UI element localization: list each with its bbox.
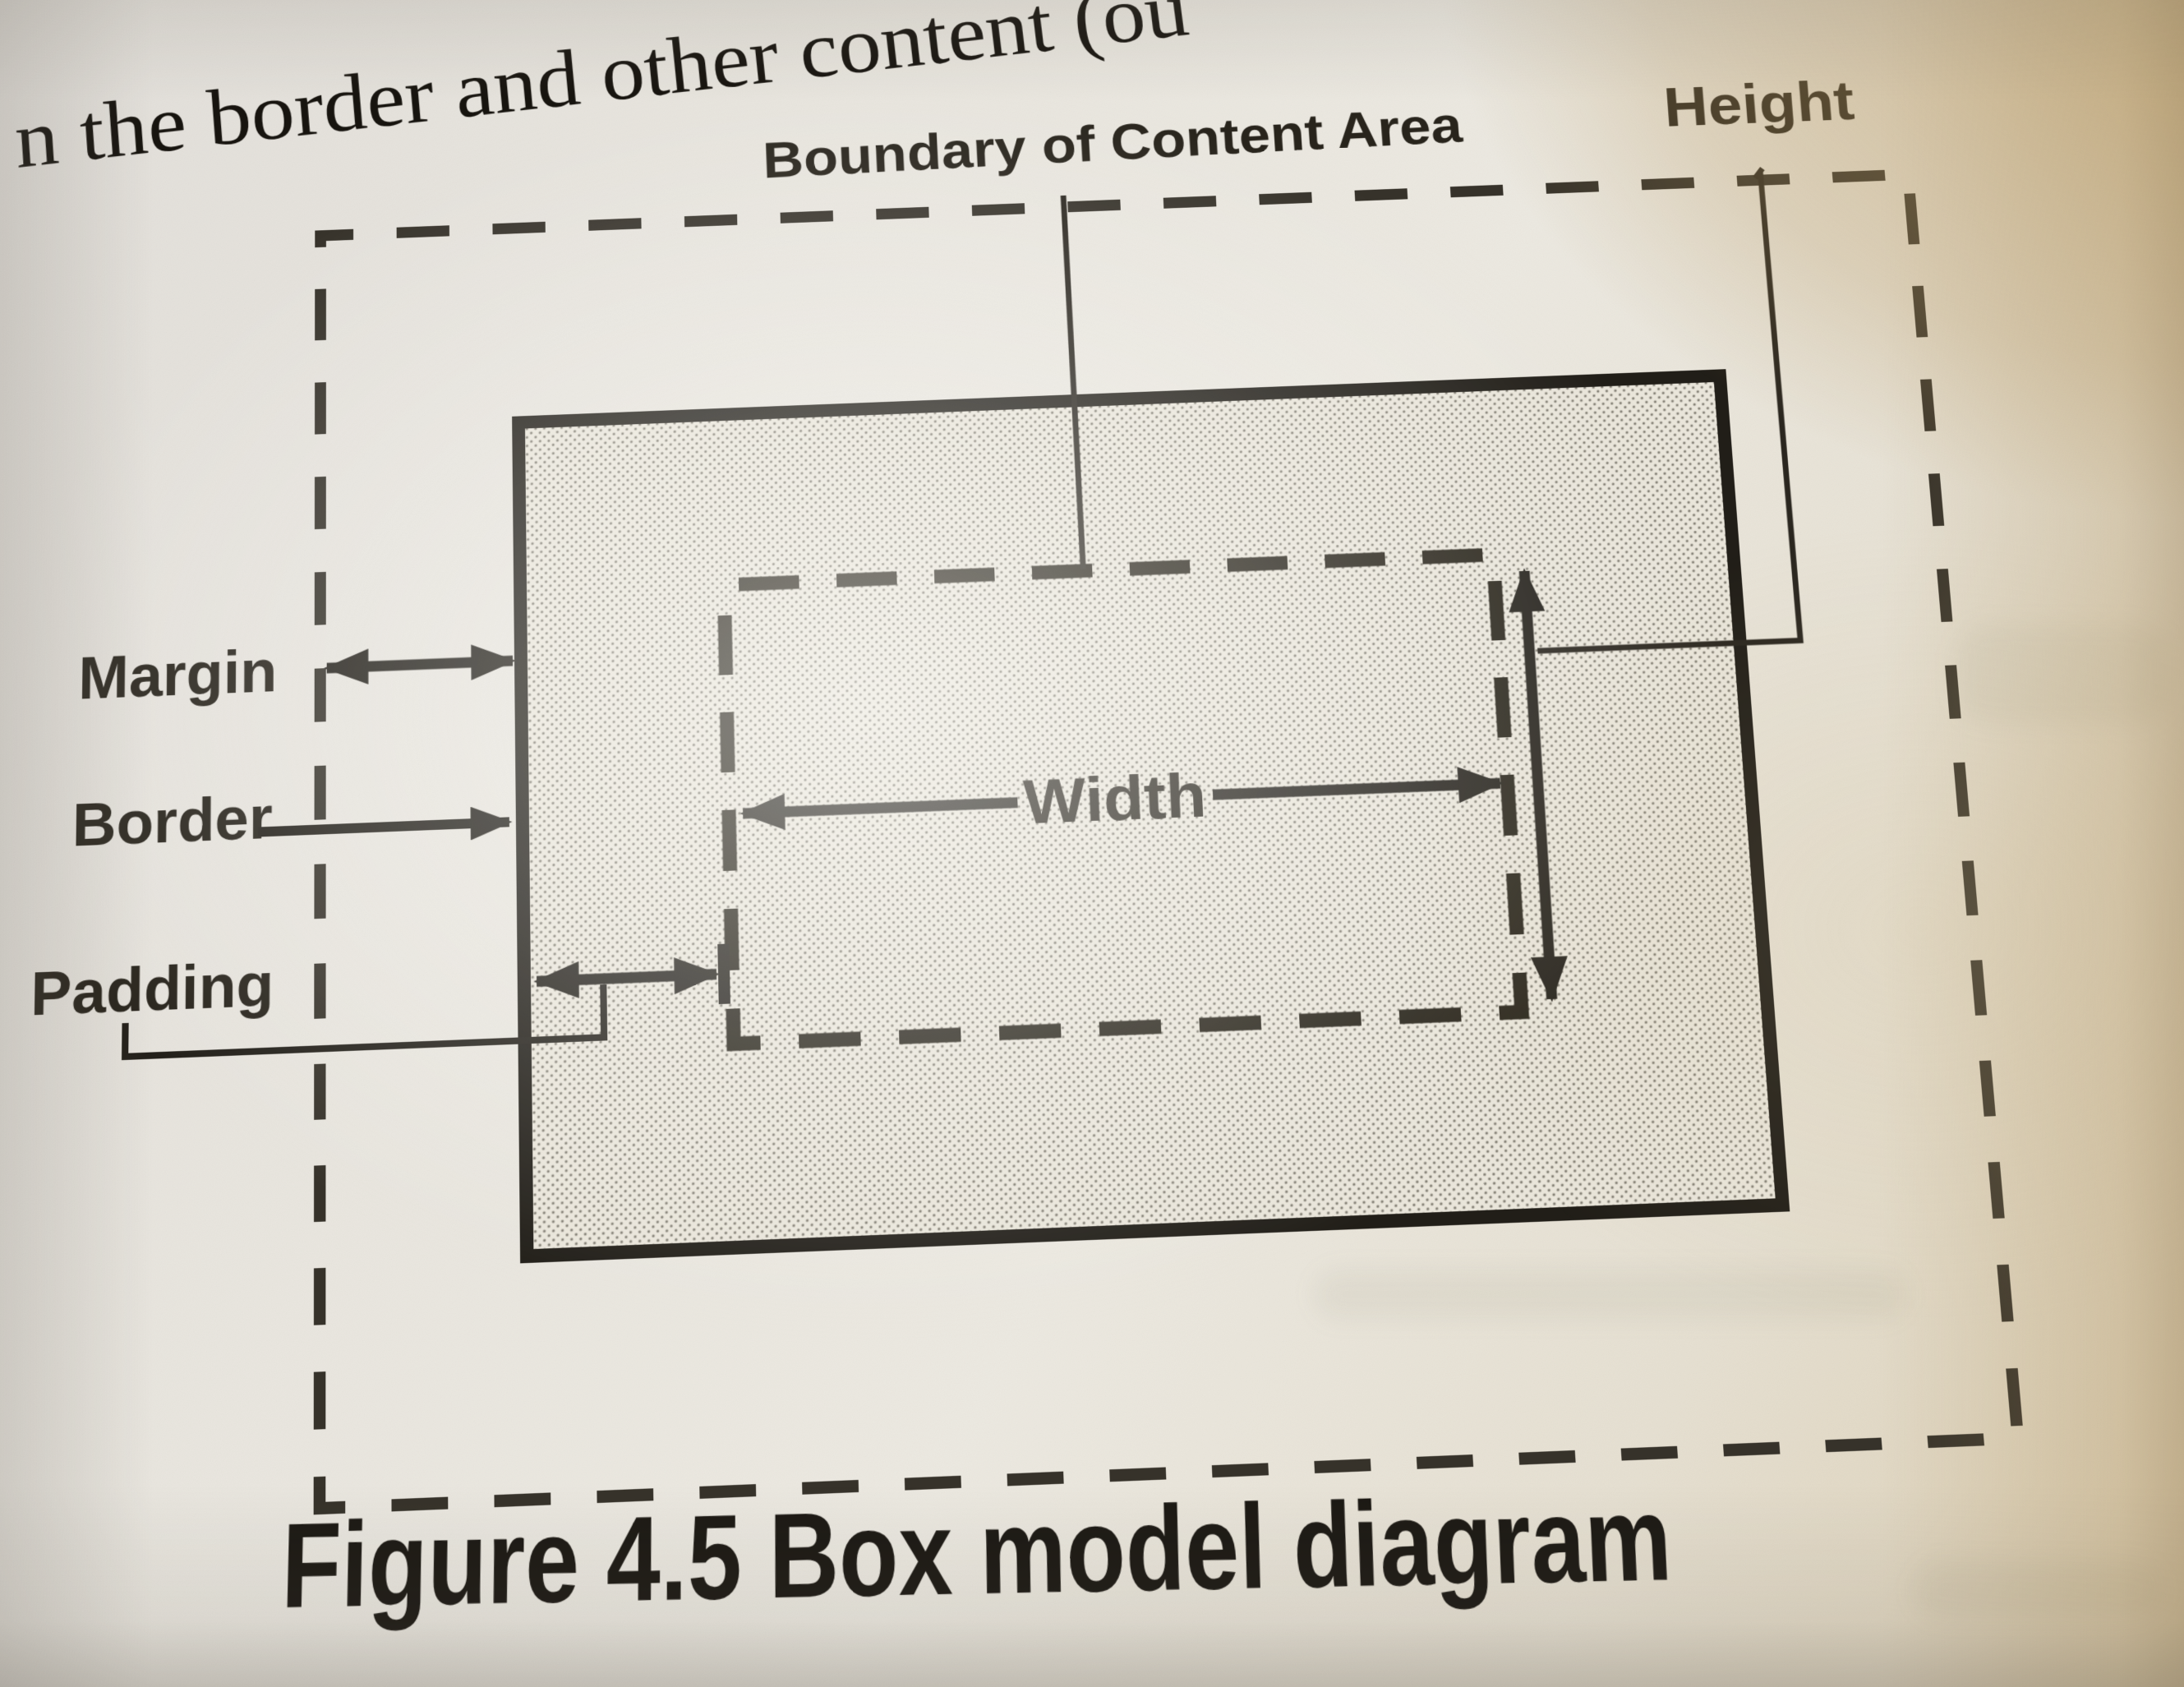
border-pointer-arrow [257, 807, 513, 840]
padding-arrow-end-tick [723, 944, 725, 1004]
padding-label: Padding [30, 950, 274, 1029]
border-label: Border [71, 784, 273, 860]
boundary-of-content-area-label: Boundary of Content Area [762, 96, 1465, 189]
height-label: Height [1661, 70, 1856, 138]
width-label: Width [1022, 759, 1208, 837]
padding-dimension-arrow [537, 975, 716, 982]
margin-dimension-arrow [327, 661, 513, 668]
margin-label: Margin [78, 638, 278, 712]
figure-caption: Figure 4.5 Box model diagram [280, 1472, 1675, 1634]
